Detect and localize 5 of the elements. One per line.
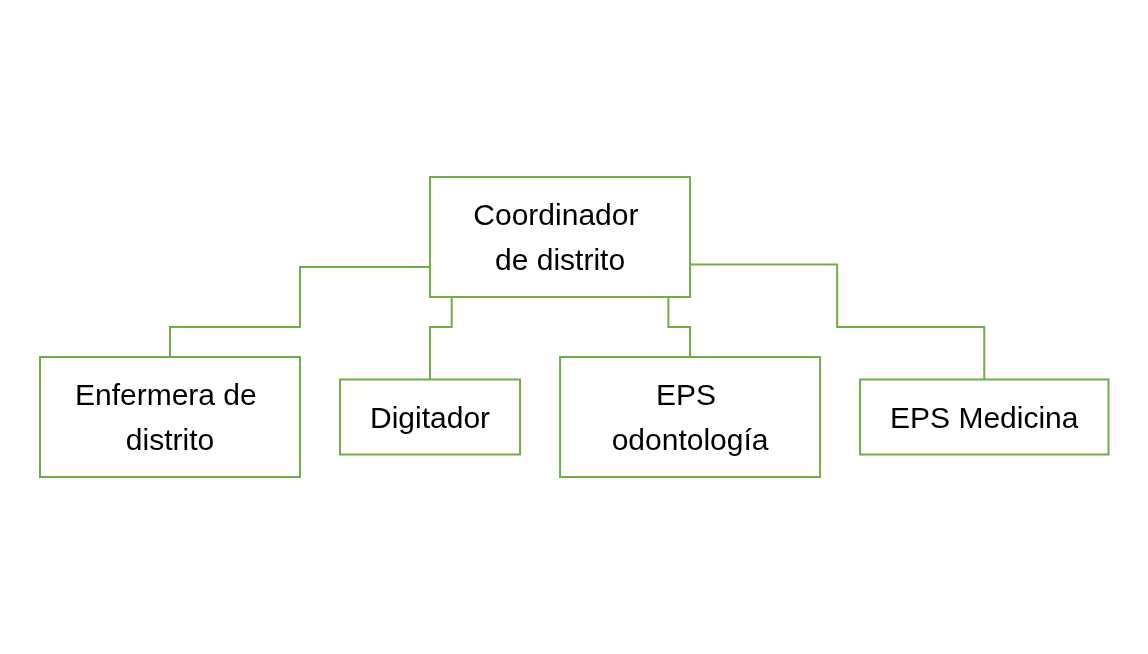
node-box: EPS Medicina bbox=[858, 378, 1110, 456]
node-box: Digitador bbox=[338, 378, 521, 456]
node-box: Enfermera de distrito bbox=[38, 356, 301, 478]
node-box: Coordinador de distrito bbox=[428, 176, 691, 298]
node-box: EPS odontología bbox=[558, 356, 821, 478]
